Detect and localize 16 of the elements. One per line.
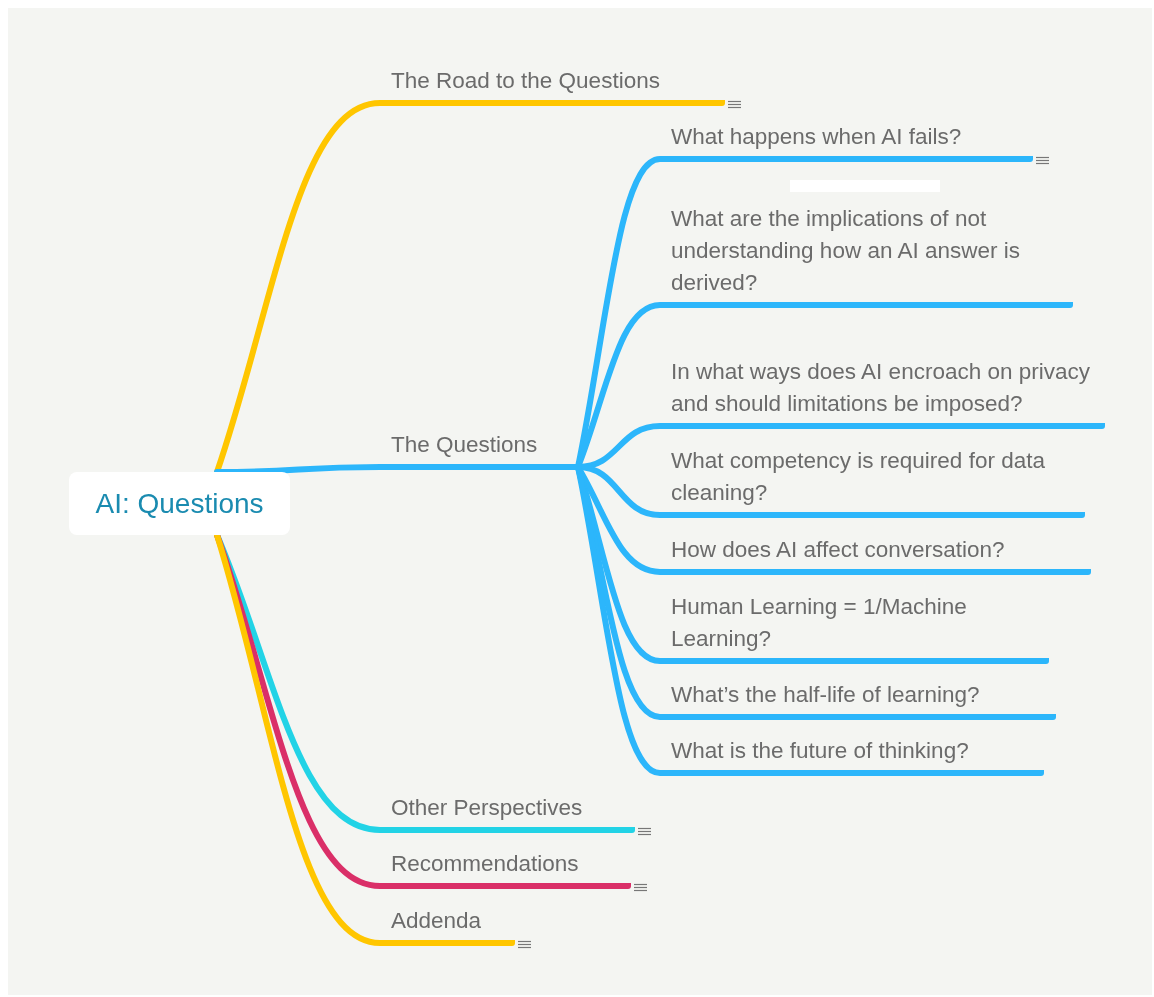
topic-label: Human Learning = 1/Machine Learning? — [671, 593, 968, 653]
topic-label: How does AI affect conversation? — [671, 536, 1006, 564]
branch-line — [214, 464, 383, 475]
topic-label: What is the future of thinking? — [671, 737, 970, 765]
topic-label: Addenda — [391, 907, 483, 935]
topic-label: AI: Questions — [95, 487, 264, 520]
topic-label: The Road to the Questions — [391, 67, 661, 95]
topic-label: In what ways does AI encroach on privacy and should limitations be imposed? — [671, 358, 1091, 418]
topic-label: What are the implications of not understanding how an AI answer is derived? — [671, 205, 1021, 297]
topic-label: Recommendations — [391, 850, 580, 878]
topic-label: What happens when AI fails? — [671, 123, 963, 151]
topic-label: What’s the half-life of learning? — [671, 681, 981, 709]
topic-label: The Questions — [391, 431, 539, 459]
central-topic-box — [69, 472, 290, 535]
topic-label: What competency is required for data cleaning? — [671, 447, 1046, 507]
topic-label: Other Perspectives — [391, 794, 584, 822]
